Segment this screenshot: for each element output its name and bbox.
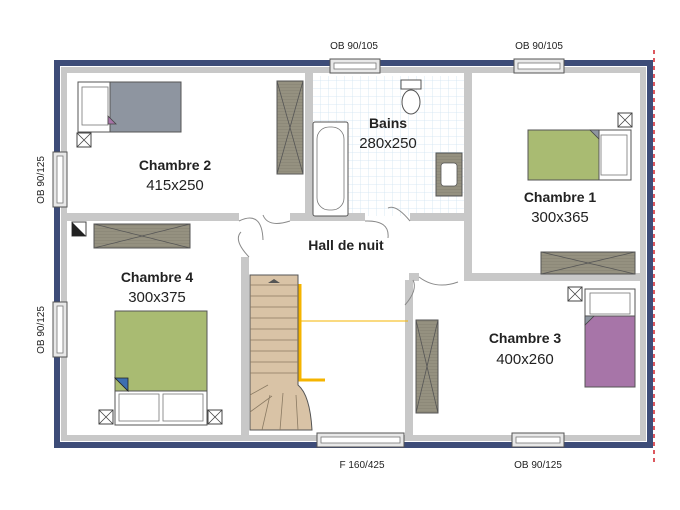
- staircase: [249, 274, 313, 431]
- hall-label: Hall de nuit: [308, 237, 384, 253]
- opening-label-left-top: OB 90/125: [36, 156, 47, 204]
- nightstand-chambre-4-right: [207, 409, 223, 425]
- door-swings: [237, 206, 459, 306]
- window-left-bottom: [52, 301, 68, 358]
- window-left-top: [52, 151, 68, 208]
- handrail: [298, 284, 325, 382]
- partitions: [64, 73, 643, 435]
- bed-chambre-4: [114, 310, 208, 426]
- room-dim-chambre-3: 400x260: [496, 351, 554, 368]
- room-name-chambre-4: Chambre 4: [121, 269, 194, 285]
- opening-label-top-right: OB 90/105: [515, 41, 563, 52]
- nightstand-chambre-2: [76, 132, 92, 148]
- wardrobe-chambre-4: [93, 223, 191, 249]
- opening-label-bottom-center: F 160/425: [339, 460, 384, 471]
- window-bottom-right: [511, 432, 565, 448]
- room-dim-chambre-4: 300x375: [128, 289, 186, 306]
- wardrobe-chambre-3: [415, 319, 439, 414]
- toilet: [400, 79, 422, 115]
- window-top-left: [329, 58, 381, 74]
- bed-chambre-3: [584, 288, 636, 388]
- window-bottom-center: [316, 432, 405, 448]
- room-name-bains: Bains: [369, 115, 407, 131]
- washbasin: [435, 152, 463, 197]
- room-name-chambre-1: Chambre 1: [524, 189, 597, 205]
- room-dim-chambre-1: 300x365: [531, 209, 589, 226]
- shaft-chambre-4: [71, 221, 87, 237]
- nightstand-chambre-3: [567, 286, 583, 302]
- opening-label-top-left: OB 90/105: [330, 41, 378, 52]
- window-top-right: [513, 58, 565, 74]
- opening-label-left-bottom: OB 90/125: [36, 306, 47, 354]
- bed-chambre-2: [77, 81, 182, 133]
- wardrobe-chambre-1: [540, 251, 636, 275]
- room-dim-bains: 280x250: [359, 135, 417, 152]
- bathtub: [312, 121, 349, 217]
- nightstand-chambre-4-left: [98, 409, 114, 425]
- room-dim-chambre-2: 415x250: [146, 177, 204, 194]
- nightstand-chambre-1: [617, 112, 633, 128]
- wardrobe-chambre-2: [276, 80, 304, 175]
- bed-chambre-1: [527, 129, 632, 181]
- room-name-chambre-2: Chambre 2: [139, 157, 212, 173]
- room-name-chambre-3: Chambre 3: [489, 330, 562, 346]
- opening-label-bottom-right: OB 90/125: [514, 460, 562, 471]
